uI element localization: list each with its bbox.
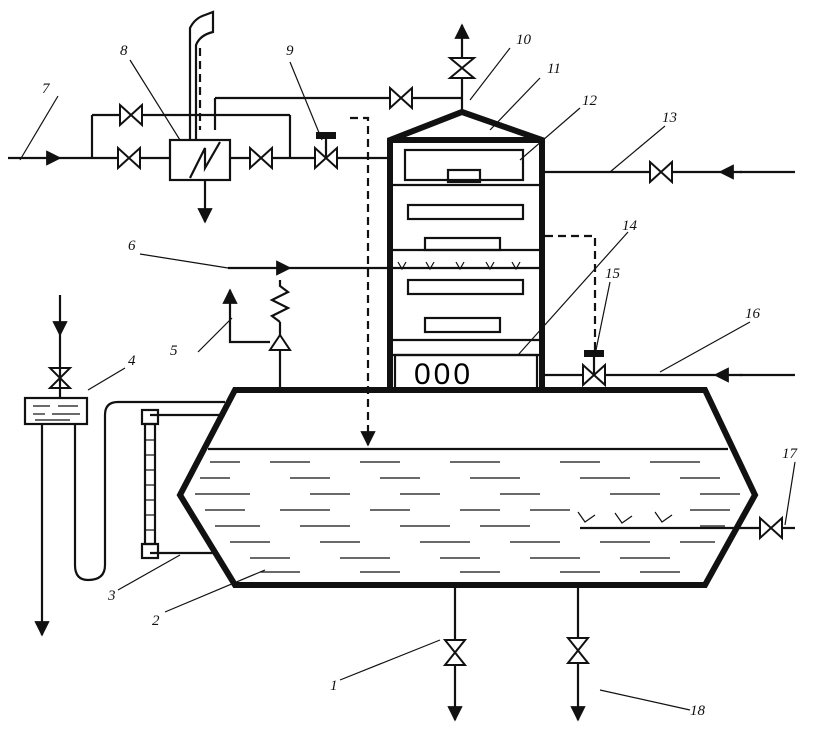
steam-supply-piping xyxy=(8,10,462,447)
perforated-plate-upper xyxy=(406,203,525,221)
label-11: 11 xyxy=(547,61,561,77)
label-1: 1 xyxy=(330,678,338,694)
water-inlet-piping xyxy=(545,159,795,185)
label-12: 12 xyxy=(582,93,598,109)
label-7: 7 xyxy=(42,81,51,97)
label-8: 8 xyxy=(120,43,128,59)
label-6: 6 xyxy=(128,238,136,254)
recirculation-sparger xyxy=(577,511,795,541)
inlet-valve-icon xyxy=(649,159,673,185)
bypass-valve-icon xyxy=(117,145,141,171)
outlet-valve-icon xyxy=(249,145,273,171)
label-16: 16 xyxy=(745,306,761,322)
label-14: 14 xyxy=(622,218,638,234)
label-13: 13 xyxy=(662,110,677,126)
label-15: 15 xyxy=(605,266,621,282)
label-5: 5 xyxy=(170,343,178,359)
level-gauge-glass xyxy=(140,408,225,560)
perforated-plate-lower xyxy=(406,278,525,296)
liquid-hatching xyxy=(195,461,740,573)
hydraulic-seal xyxy=(23,295,225,637)
label-3: 3 xyxy=(107,588,116,604)
vapour-valve-icon xyxy=(389,85,413,111)
vapour-cooler xyxy=(168,138,232,182)
label-4: 4 xyxy=(128,353,136,369)
sparger-valve-icon xyxy=(759,515,783,541)
upper-bypass-valve-icon xyxy=(119,102,143,128)
label-18: 18 xyxy=(690,703,706,719)
feedwater-valve-icon xyxy=(442,639,468,666)
bubbling-unit xyxy=(393,353,539,391)
leader-lines xyxy=(19,47,796,711)
storage-tank xyxy=(176,387,759,588)
label-17: 17 xyxy=(782,446,799,462)
upper-tray xyxy=(403,148,525,182)
deaerator-column: 000 xyxy=(387,108,545,391)
vent-valve-icon xyxy=(447,57,477,79)
drain-valve-icon xyxy=(565,637,591,664)
drain-outlets xyxy=(442,585,591,722)
bubbler-openings: 000 xyxy=(414,358,473,391)
label-10: 10 xyxy=(516,32,532,48)
heating-steam-line xyxy=(545,234,795,388)
safety-valve xyxy=(222,280,292,390)
label-9: 9 xyxy=(286,43,294,59)
label-2: 2 xyxy=(152,613,160,629)
callout-labels: 1 2 3 4 5 6 7 8 9 10 11 12 13 14 15 16 1… xyxy=(42,32,799,719)
